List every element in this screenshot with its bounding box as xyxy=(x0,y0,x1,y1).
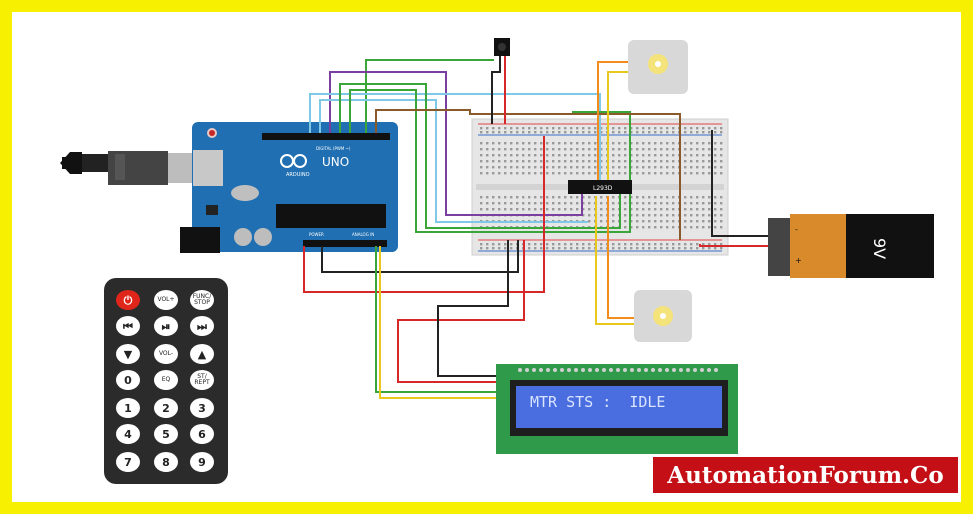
wire-lightblue-2 xyxy=(319,99,588,223)
arduino-model-label: UNO xyxy=(322,155,349,169)
battery-9v: 9V - + xyxy=(768,214,934,278)
analog-header-label: ANALOG IN xyxy=(352,232,374,237)
wire-red-battery xyxy=(699,244,768,247)
wire-yellow-motor-top xyxy=(607,71,628,190)
remote-button-st-rept[interactable]: ST/ REPT xyxy=(190,370,214,390)
arduino-uno-board: UNO ARDUINO DIGITAL (PWM ~) POWER ANALOG… xyxy=(180,122,398,253)
wire-red-power xyxy=(303,136,545,293)
motor-driver-label: L293D xyxy=(593,185,613,192)
wire-purple xyxy=(329,71,583,216)
wire-orange-motor-bottom xyxy=(607,196,634,319)
remote-button-eq[interactable]: EQ xyxy=(154,370,178,390)
remote-button-play-pause[interactable]: ⏯ xyxy=(154,316,178,336)
wire-green-2 xyxy=(339,83,621,229)
remote-button-eight[interactable]: 8 xyxy=(154,452,178,472)
wire-green-3 xyxy=(349,89,631,233)
wire-black-battery xyxy=(711,130,768,237)
motor-driver-chip: L293D xyxy=(568,180,632,194)
remote-button-vol-up[interactable]: VOL+ xyxy=(154,290,178,310)
remote-button-down[interactable]: ▼ xyxy=(116,344,140,364)
remote-button-seven[interactable]: 7 xyxy=(116,452,140,472)
battery-plus-label: + xyxy=(795,256,802,265)
digital-header-label: DIGITAL (PWM ~) xyxy=(316,146,351,151)
wire-black-lcd xyxy=(437,240,509,377)
wire-green-lcd xyxy=(375,246,496,393)
arduino-logo-icon xyxy=(280,154,307,168)
remote-button-prev[interactable]: ⏮ xyxy=(116,316,140,336)
watermark-banner: AutomationForum.Co xyxy=(653,457,958,493)
remote-button-one[interactable]: 1 xyxy=(116,398,140,418)
remote-button-five[interactable]: 5 xyxy=(154,424,178,444)
wires xyxy=(303,56,768,399)
wire-orange-motor-top xyxy=(597,61,628,190)
lcd-header-pins xyxy=(518,368,718,372)
wire-black-ir xyxy=(491,56,501,124)
remote-button-two[interactable]: 2 xyxy=(154,398,178,418)
remote-button-power[interactable]: ⏻ xyxy=(116,290,140,310)
power-header-label: POWER xyxy=(309,232,324,237)
remote-button-nine[interactable]: 9 xyxy=(190,452,214,472)
remote-button-four[interactable]: 4 xyxy=(116,424,140,444)
battery-minus-label: - xyxy=(795,225,798,234)
remote-button-up[interactable]: ▲ xyxy=(190,344,214,364)
wire-brown xyxy=(375,109,681,240)
wire-red-lcd xyxy=(397,240,525,383)
wire-green-ir xyxy=(365,59,494,133)
dc-motor-bottom xyxy=(634,290,692,342)
arduino-brand-label: ARDUINO xyxy=(286,172,310,178)
wire-lightblue-1 xyxy=(309,93,601,190)
wire-yellow-lcd xyxy=(379,246,496,399)
remote-button-next[interactable]: ⏭ xyxy=(190,316,214,336)
remote-button-zero[interactable]: 0 xyxy=(116,370,140,390)
lcd-line-1: MTR STS : IDLE xyxy=(530,393,665,411)
remote-button-func-stop[interactable]: FUNC/ STOP xyxy=(190,290,214,310)
remote-button-three[interactable]: 3 xyxy=(190,398,214,418)
remote-button-six[interactable]: 6 xyxy=(190,424,214,444)
lcd-module: MTR STS : IDLE xyxy=(496,364,738,454)
remote-button-vol-down[interactable]: VOL- xyxy=(154,344,178,364)
ir-receiver xyxy=(494,38,510,56)
wire-yellow-motor-bottom xyxy=(595,196,634,325)
battery-voltage-label: 9V xyxy=(870,238,889,259)
usb-cable xyxy=(60,151,194,185)
wire-black-gnd xyxy=(321,240,519,273)
dc-motor-top xyxy=(628,40,688,94)
